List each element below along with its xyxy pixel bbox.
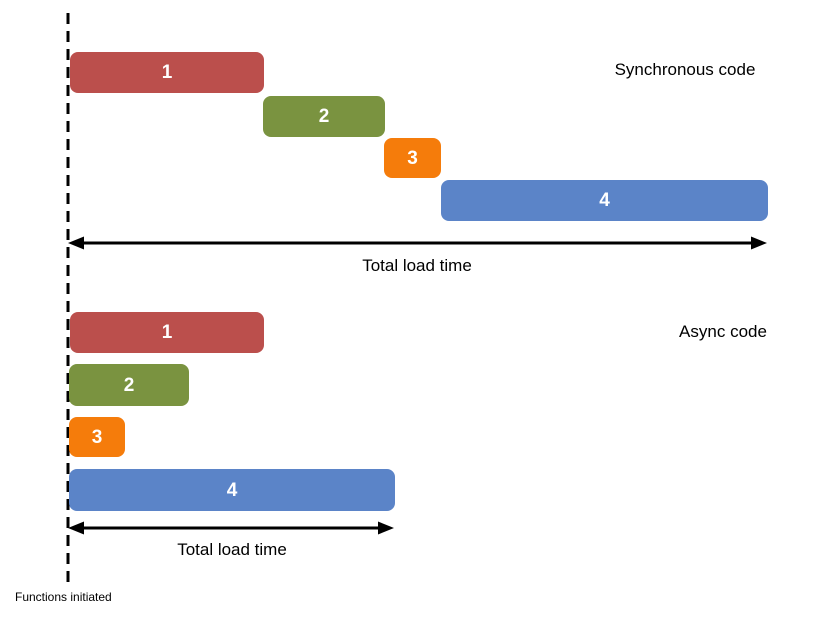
async-bar-4: 4	[69, 469, 395, 511]
sync-bar-1: 1	[70, 52, 264, 93]
sync-bar-3: 3	[384, 138, 441, 178]
async-bar-3: 3	[69, 417, 125, 457]
sync-total-load-time-label: Total load time	[362, 256, 472, 275]
functions-initiated-label: Functions initiated	[15, 590, 112, 604]
sync-bar-2: 2	[263, 96, 385, 137]
async-bar-1: 1	[70, 312, 264, 353]
sync-section-label: Synchronous code	[614, 60, 756, 79]
async-total-arrow	[68, 521, 394, 535]
async-total-load-time-label: Total load time	[177, 540, 287, 559]
sync-arrow-left-head-icon	[68, 236, 84, 250]
async-arrow-right-head-icon	[378, 521, 394, 535]
sync-arrow-right-head-icon	[751, 236, 767, 250]
async-bar-2: 2	[69, 364, 189, 406]
sync-total-arrow	[68, 236, 767, 250]
async-section-label: Async code	[679, 322, 767, 341]
sync-bar-4: 4	[441, 180, 768, 221]
async-arrow-left-head-icon	[68, 521, 84, 535]
